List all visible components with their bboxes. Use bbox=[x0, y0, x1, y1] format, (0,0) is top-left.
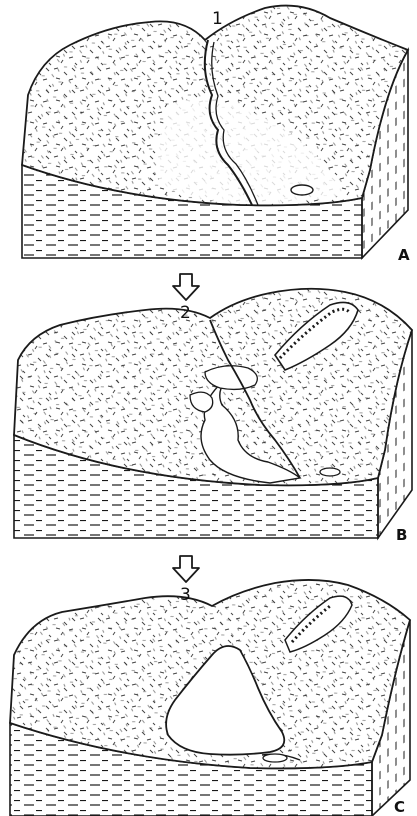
step-number-2: 2 bbox=[180, 303, 191, 323]
panel-label-b: B bbox=[396, 526, 407, 544]
panel-label-c: C bbox=[394, 798, 405, 816]
block-c-pond bbox=[263, 754, 287, 762]
step-number-1: 1 bbox=[212, 9, 223, 29]
panel-a: 1 A bbox=[22, 6, 410, 264]
panel-label-a: A bbox=[398, 246, 410, 264]
block-a-pond bbox=[291, 185, 313, 195]
panel-c: 3 C bbox=[10, 580, 410, 816]
block-b-pond bbox=[320, 468, 340, 476]
panel-b: 2 B bbox=[14, 289, 412, 544]
transition-arrow-1 bbox=[173, 274, 199, 300]
transition-arrow-2 bbox=[173, 556, 199, 582]
step-number-3: 3 bbox=[180, 585, 191, 605]
